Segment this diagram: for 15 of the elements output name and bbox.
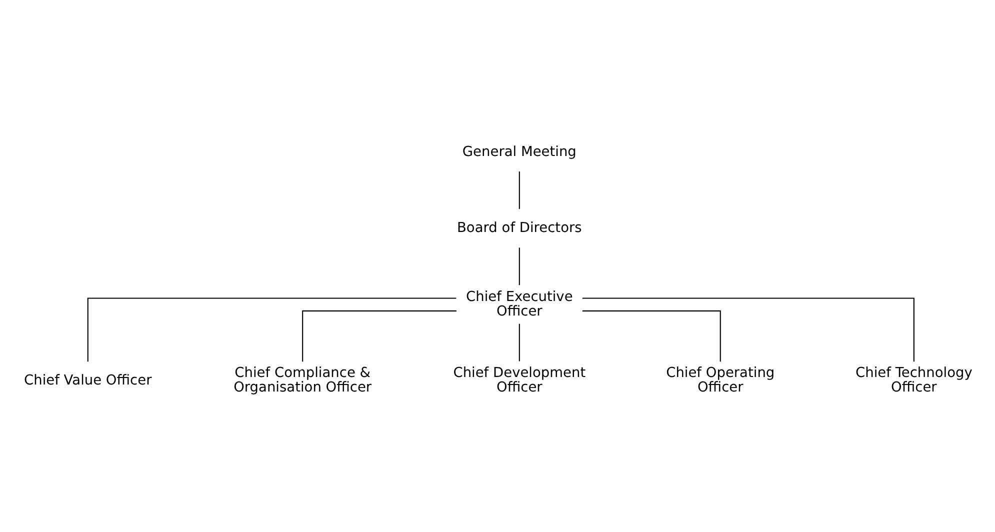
node-text: Chief Operating Officer [666,364,774,396]
node-text: Chief Technology Officer [855,364,972,396]
node-text: Chief Development Officer [452,364,586,396]
node-text: Chief Executive Officer [466,288,572,320]
connector [518,247,520,285]
node-text: Chief Compliance & Organisation Officer [233,364,372,396]
node-text: Chief Value Officer [24,372,152,388]
connector [582,310,720,362]
node-text: Board of Directors [456,220,582,236]
connector [302,310,456,362]
connector [518,323,520,361]
connector [86,297,456,362]
node-text: General Meeting [462,143,576,160]
connector [582,297,914,362]
connector [518,171,520,208]
